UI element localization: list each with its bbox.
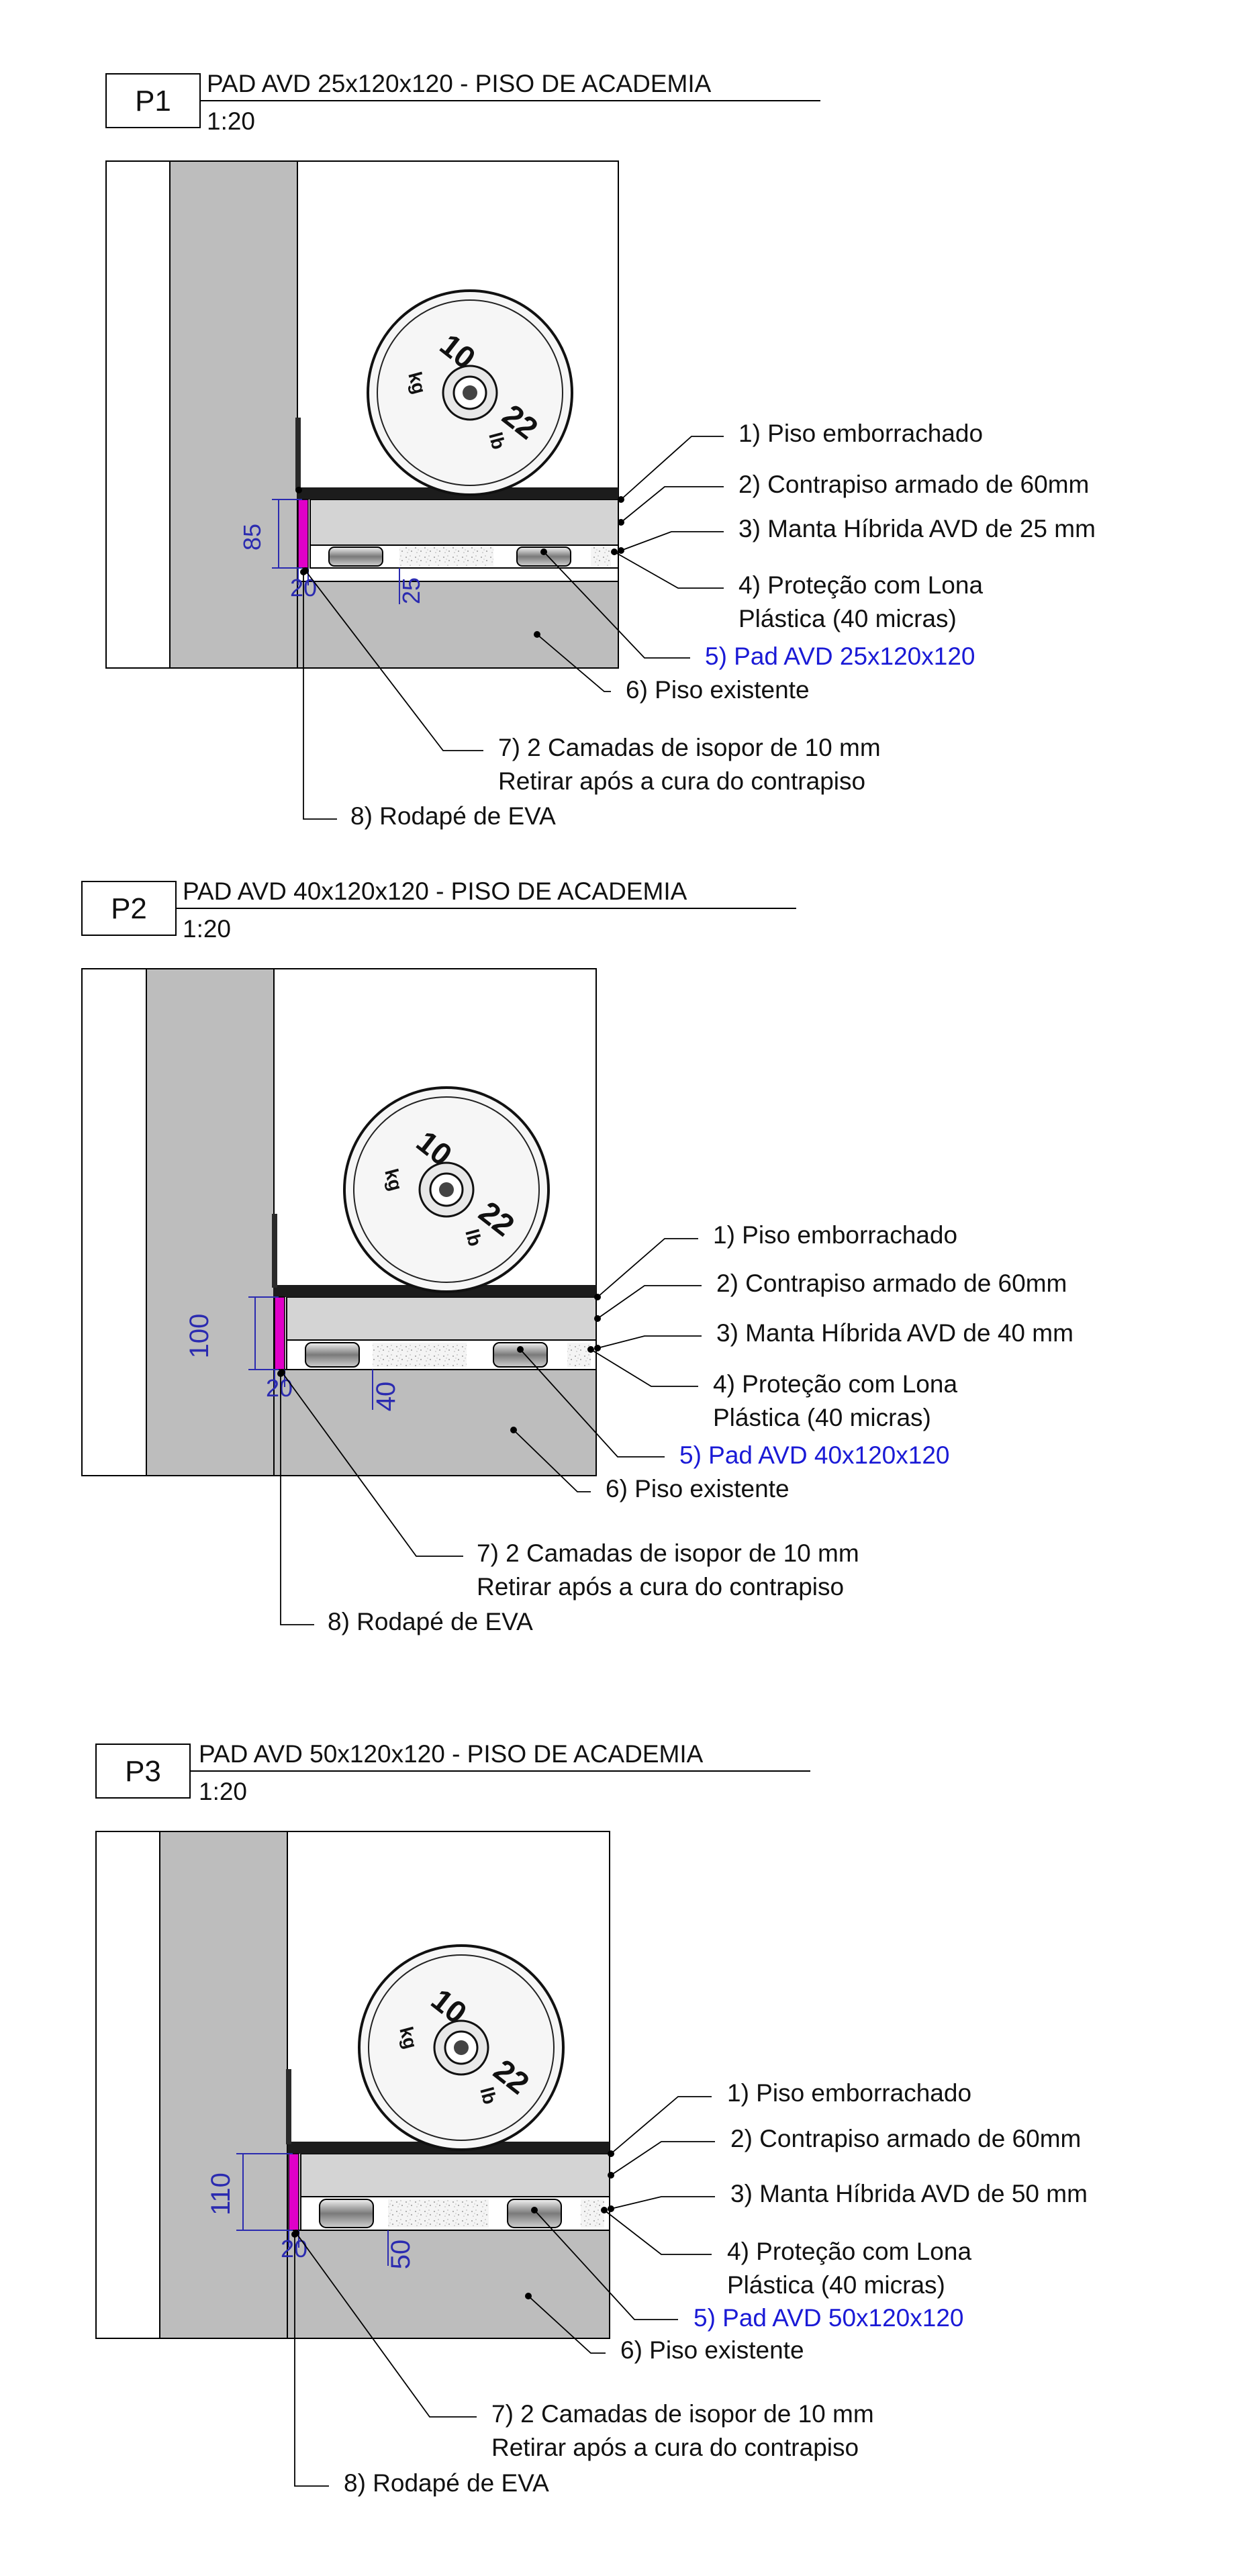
leader-lines (294, 2096, 715, 2487)
detail-tag: P3 (125, 1755, 161, 1788)
detail-tag: P2 (111, 892, 147, 925)
dim-height: 100 (185, 1314, 214, 1359)
label-styrofoam: 7) 2 Camadas de isopor de 10 mm (477, 1539, 859, 1567)
dimensions (248, 1296, 373, 1410)
label-hybrid-mat: 3) Manta Híbrida AVD de 40 mm (716, 1319, 1073, 1347)
avd-pad (328, 546, 383, 567)
label-rubber-floor: 1) Piso emborrachado (738, 420, 983, 447)
weight-plate-icon: 10 kg 22 lb (367, 289, 573, 496)
weight-plate-icon: 10 kg 22 lb (358, 1944, 565, 2151)
wall-section (146, 968, 275, 1476)
hybrid-mat-fill (399, 547, 493, 566)
weight-plate-icon: 10 kg 22 lb (343, 1086, 550, 1293)
leader-dots (291, 2150, 614, 2299)
label-existing-floor: 6) Piso existente (606, 1475, 790, 1502)
hybrid-mat-fill (388, 2199, 489, 2228)
label-rubber-floor: 1) Piso emborrachado (727, 2079, 971, 2107)
label-styrofoam-2: Retirar após a cura do contrapiso (498, 767, 865, 795)
detail-title: PAD AVD 40x120x120 - PISO DE ACADEMIA (183, 877, 687, 905)
detail-tag: P1 (135, 85, 171, 117)
eva-skirting (274, 1296, 285, 1370)
detail-scale: 1:20 (183, 915, 231, 943)
detail-p3: P3 PAD AVD 50x120x120 - PISO DE ACADEMIA… (95, 1740, 1088, 2497)
hybrid-mat-fill (581, 2199, 604, 2228)
label-styrofoam-2: Retirar após a cura do contrapiso (477, 1573, 844, 1601)
avd-pad (319, 2199, 374, 2228)
dim-pad: 25 (397, 577, 425, 604)
label-protection: 4) Proteção com Lona (727, 2238, 971, 2265)
label-hybrid-mat: 3) Manta Híbrida AVD de 50 mm (730, 2180, 1088, 2207)
label-existing-floor: 6) Piso existente (620, 2336, 804, 2364)
skirting-trim (286, 2069, 291, 2144)
label-protection-2: Plástica (40 micras) (713, 1404, 931, 1431)
label-existing-floor: 6) Piso existente (626, 676, 810, 704)
label-pad: 5) Pad AVD 40x120x120 (679, 1441, 949, 1469)
label-protection: 4) Proteção com Lona (738, 571, 983, 599)
wall-section (159, 1831, 288, 2339)
screed-layer (309, 499, 619, 546)
label-eva-skirting: 8) Rodapé de EVA (328, 1608, 533, 1635)
avd-pad (516, 546, 571, 567)
label-styrofoam-2: Retirar após a cura do contrapiso (491, 2434, 859, 2461)
label-rubber-floor: 1) Piso emborrachado (713, 1221, 957, 1249)
label-screed: 2) Contrapiso armado de 60mm (738, 471, 1089, 498)
skirting-trim (272, 1214, 277, 1288)
label-styrofoam: 7) 2 Camadas de isopor de 10 mm (491, 2400, 874, 2428)
screed-layer (286, 1296, 597, 1341)
label-screed: 2) Contrapiso armado de 60mm (716, 1270, 1067, 1297)
leader-lines (303, 436, 724, 820)
label-pad: 5) Pad AVD 50x120x120 (694, 2304, 963, 2332)
detail-title: PAD AVD 50x120x120 - PISO DE ACADEMIA (199, 1740, 704, 1768)
existing-floor (273, 1369, 597, 1476)
detail-title: PAD AVD 25x120x120 - PISO DE ACADEMIA (207, 70, 712, 97)
hybrid-mat-fill (373, 1343, 467, 1367)
label-eva-skirting: 8) Rodapé de EVA (350, 802, 556, 830)
label-styrofoam: 7) 2 Camadas de isopor de 10 mm (498, 734, 881, 761)
dim-width: 20 (281, 2235, 307, 2262)
dim-height: 110 (206, 2173, 236, 2215)
avd-pad (305, 1342, 360, 1368)
label-protection: 4) Proteção com Lona (713, 1370, 957, 1398)
hybrid-mat-fill (567, 1343, 591, 1367)
existing-floor (297, 581, 619, 669)
detail-tag-box (105, 73, 201, 128)
hybrid-mat-fill (591, 547, 611, 566)
detail-scale: 1:20 (207, 107, 255, 135)
dim-height: 85 (238, 524, 266, 551)
screed-layer (300, 2153, 610, 2197)
label-screed: 2) Contrapiso armado de 60mm (730, 2125, 1081, 2152)
existing-floor (287, 2230, 610, 2339)
dim-pad: 40 (371, 1382, 401, 1412)
label-pad: 5) Pad AVD 25x120x120 (705, 642, 975, 670)
detail-p2: P2 PAD AVD 40x120x120 - PISO DE ACADEMIA… (81, 877, 1073, 1635)
detail-tag-box (81, 881, 177, 936)
detail-p1: P1 PAD AVD 25x120x120 - PISO DE ACADEMIA… (105, 70, 1096, 830)
label-protection-2: Plástica (40 micras) (738, 605, 957, 632)
skirting-trim (295, 418, 301, 490)
leader-dots (277, 1294, 601, 1433)
avd-pad (493, 1342, 548, 1368)
label-eva-skirting: 8) Rodapé de EVA (344, 2469, 549, 2497)
eva-skirting (297, 499, 309, 569)
wall-section (169, 160, 298, 669)
dim-width: 20 (266, 1374, 293, 1402)
detail-tag-box (95, 1744, 191, 1799)
leader-dots (295, 487, 624, 638)
leader-lines (280, 1238, 702, 1625)
eva-skirting (288, 2153, 299, 2231)
label-protection-2: Plástica (40 micras) (727, 2271, 945, 2299)
detail-scale: 1:20 (199, 1778, 247, 1805)
dim-pad: 50 (386, 2240, 416, 2270)
label-hybrid-mat: 3) Manta Híbrida AVD de 25 mm (738, 515, 1096, 542)
